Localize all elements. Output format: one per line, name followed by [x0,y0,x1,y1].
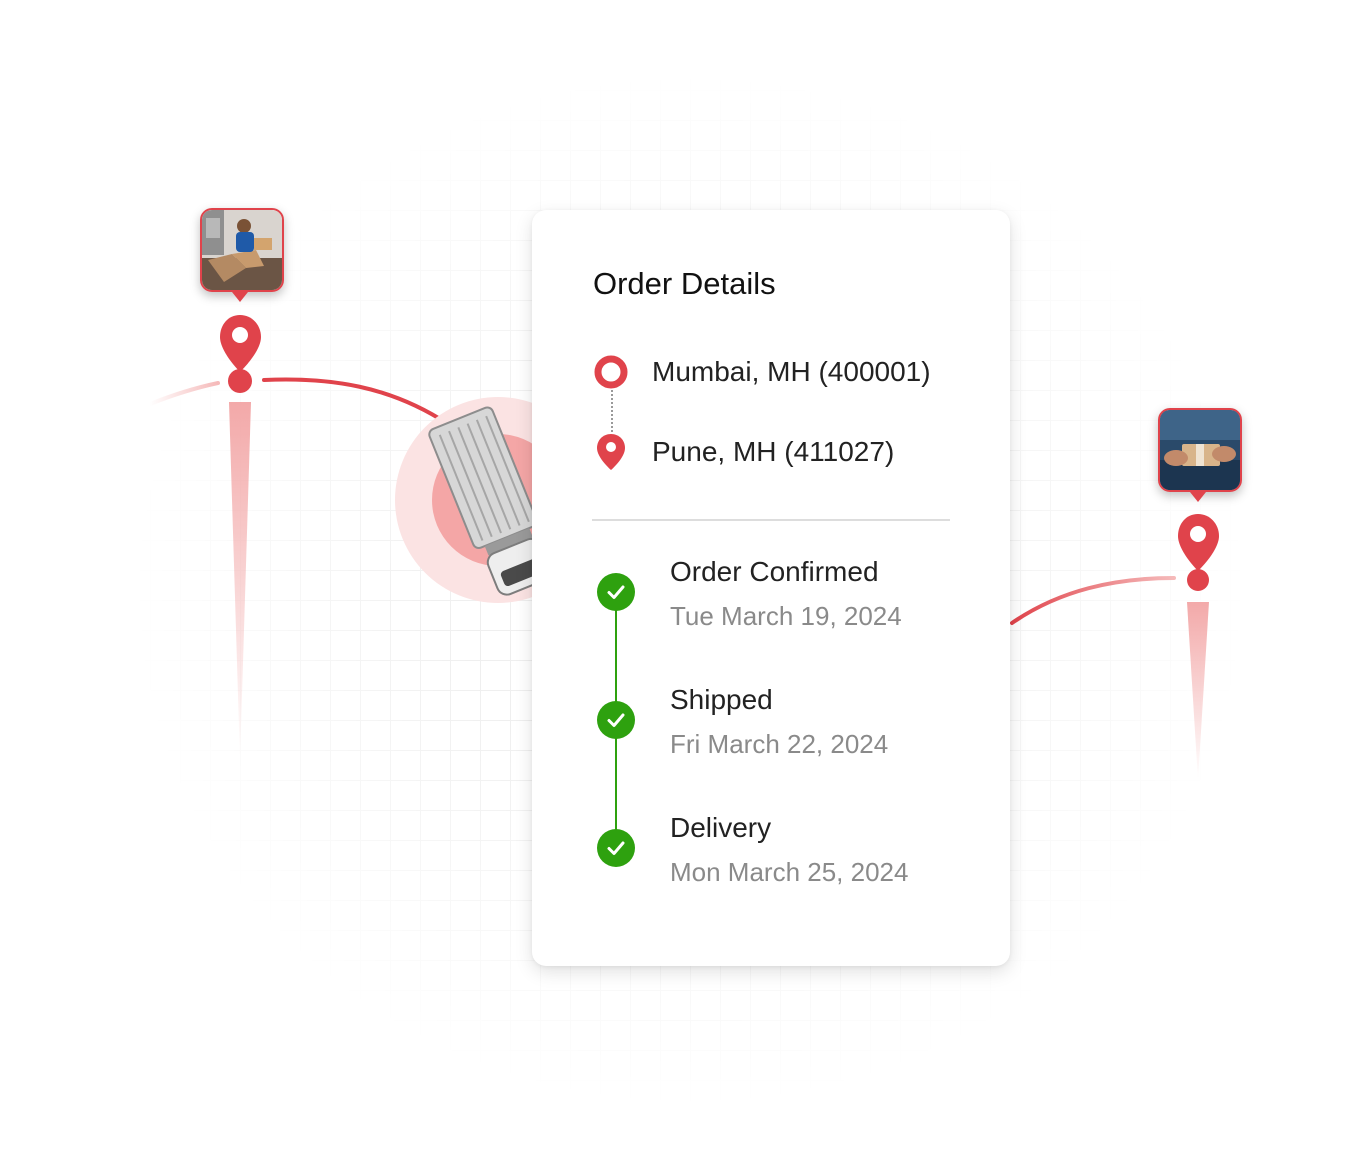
step-title: Order Confirmed [670,556,879,587]
step-title: Shipped [670,684,773,715]
pickup-photo-pointer [232,292,248,302]
destination-address: Pune, MH (411027) [652,436,895,467]
package-handover-photo-icon [1160,410,1240,490]
warehouse-worker-photo-icon [202,210,282,290]
timeline-step-shipped: Shipped Fri March 22, 2024 [596,684,996,780]
step-date: Mon March 25, 2024 [670,857,909,887]
origin-row: Mumbai, MH (400001) [592,352,931,392]
route-arc-left [262,377,450,426]
right-location-beam [1187,602,1209,780]
route-arc-right [1010,576,1176,625]
pickup-map-pin-icon [220,315,261,393]
check-circle-icon [597,573,635,611]
pickup-photo-marker [200,208,284,292]
route-connector [611,390,613,432]
dropoff-photo-pointer [1190,492,1206,502]
timeline-step-order-confirmed: Order Confirmed Tue March 19, 2024 [596,556,996,652]
check-circle-icon [597,829,635,867]
step-date: Fri March 22, 2024 [670,729,889,759]
destination-pin-icon [597,434,625,470]
timeline-step-delivery: Delivery Mon March 25, 2024 [596,812,996,908]
card-divider [592,519,950,521]
order-details-card: Order Details Mumbai, MH (400001) Pune, … [532,210,1010,966]
destination-row: Pune, MH (411027) [592,432,894,472]
step-title: Delivery [670,812,772,843]
origin-ring-pin-icon [594,355,628,389]
step-date: Tue March 19, 2024 [670,601,902,631]
route-tail-left [148,381,220,406]
check-circle-icon [597,701,635,739]
dropoff-map-pin-icon [1178,514,1219,591]
origin-address: Mumbai, MH (400001) [652,356,931,387]
dropoff-photo-marker [1158,408,1242,492]
left-location-beam [229,402,251,760]
card-title: Order Details [593,266,776,301]
